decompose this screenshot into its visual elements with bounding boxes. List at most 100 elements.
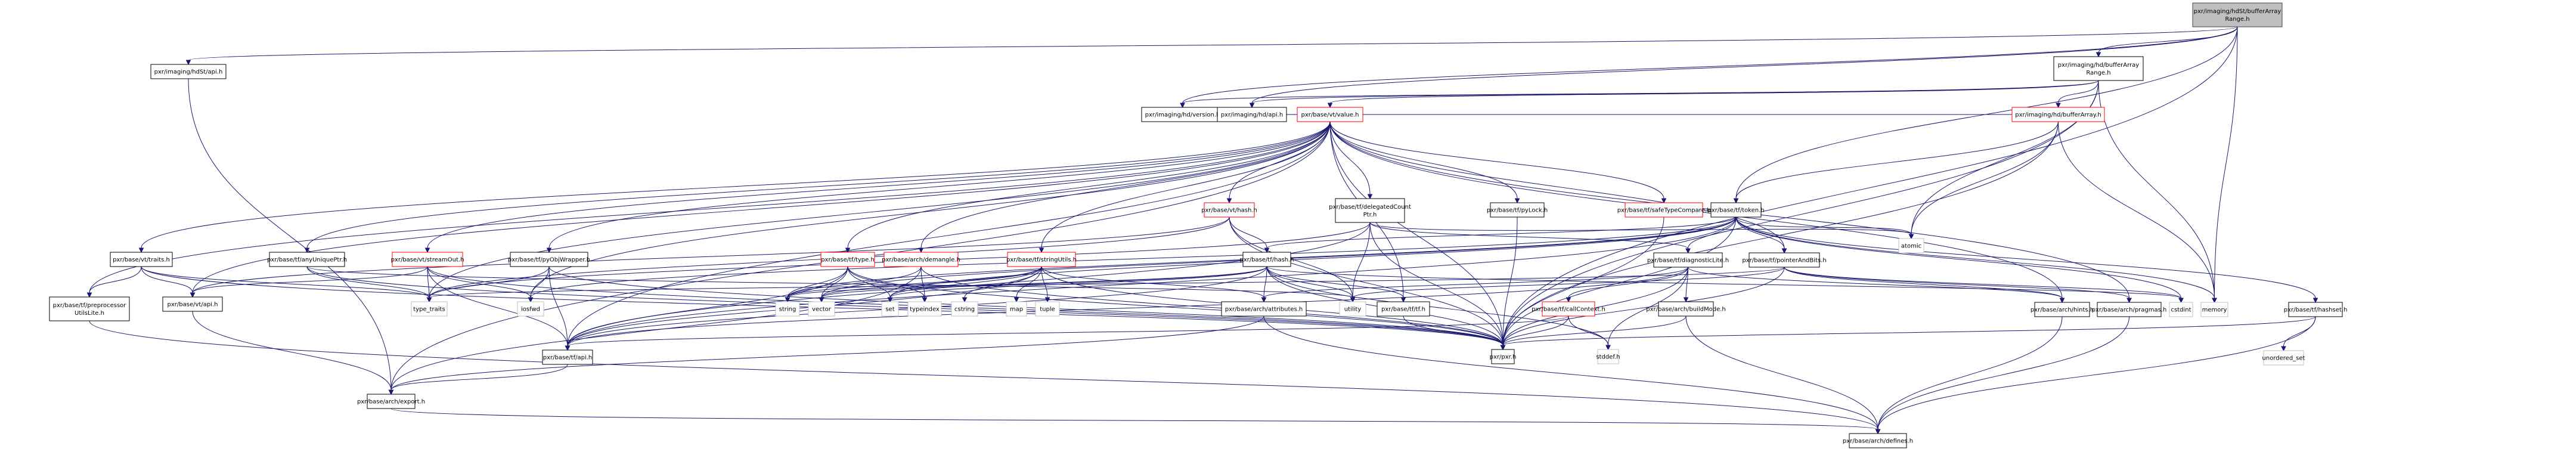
node-hd-version[interactable]: pxr/imaging/hd/version.h (1141, 107, 1224, 122)
node-box (1597, 349, 1619, 364)
node-arch-defines[interactable]: pxr/base/arch/defines.h (1843, 433, 1913, 448)
arrowhead-icon (922, 297, 928, 303)
node-vt-streamout[interactable]: pxr/base/vt/streamOut.h (391, 252, 464, 267)
node-arch-attr[interactable]: pxr/base/arch/attributes.h (1221, 301, 1307, 317)
edge-tf-aup-to-pxr (306, 266, 1506, 351)
node-tf-aup[interactable]: pxr/base/tf/anyUniquePtr.h (267, 252, 347, 267)
edge-line (530, 266, 550, 298)
edge-tf-hash-to-vector (819, 266, 1267, 303)
node-label: pxr/base/arch/hints.h (2031, 307, 2094, 314)
edge-tf-hash-to-set (887, 266, 1267, 303)
node-tf-diaglite[interactable]: pxr/base/tf/diagnosticLite.h (1647, 252, 1729, 268)
edge-line (1352, 222, 1371, 298)
node-tf-type[interactable]: pxr/base/tf/type.h (820, 252, 875, 267)
edge-tf-hash-to-tf-tf (1266, 266, 1406, 303)
edge-hd-ba-to-atomic (1908, 121, 2059, 240)
node-label: cstdint (2171, 307, 2191, 314)
edge-line (2214, 26, 2238, 299)
node-box (150, 64, 227, 79)
node-tf-stc[interactable]: pxr/base/tf/safeTypeCompare.h (1617, 202, 1711, 218)
arrowhead-icon (1605, 345, 1611, 351)
node-unordered-set: unordered_set (2262, 350, 2305, 366)
node-tf-tf[interactable]: pxr/base/tf/tf.h (1377, 301, 1430, 317)
edge-line (192, 121, 1331, 293)
node-tf-token[interactable]: pxr/base/tf/token.h (1707, 202, 1765, 218)
node-tf-hash[interactable]: pxr/base/tf/hash.h (1239, 252, 1294, 267)
edge-vt-value-to-tf-ppul (86, 121, 1331, 298)
edge-line (1502, 316, 2316, 346)
edge-line (1229, 121, 1331, 199)
node-vt-hash[interactable]: pxr/base/vt/hash.h (1201, 202, 1257, 218)
edge-line (1735, 216, 1785, 249)
node-arch-pragmas[interactable]: pxr/base/arch/pragmas.h (2092, 302, 2167, 317)
edge-line (1263, 315, 1878, 430)
edge-vt-value-to-tf-dcp (1329, 121, 1373, 200)
edge-line (1911, 80, 2099, 235)
edge-tf-aup-to-type-traits (306, 266, 432, 303)
node-label: pxr/imaging/hdSt/bufferArray (2194, 8, 2281, 15)
node-arch-buildmode[interactable]: pxr/base/arch/buildMode.h (1646, 301, 1726, 317)
node-tf-stringutils[interactable]: pxr/base/tf/stringUtils.h (1006, 252, 1077, 267)
node-label: pxr/base/arch/buildMode.h (1646, 307, 1726, 313)
node-arch-hints[interactable]: pxr/base/arch/hints.h (2031, 302, 2094, 317)
arrowhead-icon (2281, 346, 2286, 352)
edge-tf-diaglite-to-arch-hints (1688, 267, 2065, 304)
node-tf-api[interactable]: pxr/base/tf/api.h (542, 349, 593, 365)
edge-line (1263, 267, 1688, 298)
node-hd-ba[interactable]: pxr/imaging/hd/bufferArray.h (2011, 107, 2105, 122)
node-hd-api[interactable]: pxr/imaging/hd/api.h (1217, 107, 1287, 122)
edge-tf-dcp-to-pxr (1369, 222, 1506, 351)
node-tf-hashset[interactable]: pxr/base/tf/hashset.h (2284, 302, 2348, 317)
node-vt-value[interactable]: pxr/base/vt/value.h (1297, 107, 1363, 122)
arrowhead-icon (962, 297, 968, 303)
node-hdst-api[interactable]: pxr/imaging/hdSt/api.h (150, 64, 227, 79)
node-arch-demangle[interactable]: pxr/base/arch/demangle.h (882, 252, 960, 267)
node-string: string (775, 301, 800, 317)
arrowhead-icon (1013, 297, 1019, 303)
edge-line (1329, 121, 1371, 195)
node-tf-pab[interactable]: pxr/base/tf/pointerAndBits.h (1742, 252, 1827, 268)
edge-line (89, 320, 1878, 430)
edge-line (89, 266, 142, 293)
node-tf-callctx[interactable]: pxr/base/tf/callContext.h (1532, 301, 1605, 317)
edge-tf-callctx-to-tf-api (565, 315, 1569, 351)
edge-vt-hash-to-tf-hash (1229, 216, 1270, 253)
arrowhead-icon (1249, 103, 1255, 109)
edge-tf-callctx-to-stddef (1568, 315, 1611, 351)
edge-tf-dcp-to-atomic (1369, 222, 1914, 240)
edge-line (787, 266, 1042, 298)
arrowhead-icon (887, 297, 893, 303)
edge-tf-api-to-arch-export (388, 364, 568, 395)
edge-line (1685, 315, 1878, 430)
arrowhead-icon (565, 345, 571, 351)
edge-line (1369, 222, 1912, 235)
node-box (907, 301, 942, 317)
node-box (2200, 302, 2228, 317)
edge-line (1688, 267, 2063, 299)
node-label: utility (1344, 307, 1362, 313)
arrowhead-icon (1367, 194, 1373, 200)
node-vt-api[interactable]: pxr/base/vt/api.h (162, 296, 223, 312)
node-pxr[interactable]: pxr/pxr.h (1490, 349, 1517, 364)
edge-vt-value-to-arch-demangle (918, 121, 1331, 253)
node-arch-export[interactable]: pxr/base/arch/export.h (357, 394, 425, 409)
node-tf-pylock[interactable]: pxr/base/tf/pyLock.h (1487, 202, 1548, 218)
edge-vt-streamout-to-vt-api (190, 266, 428, 298)
arrowhead-icon (138, 247, 144, 253)
edge-line (567, 121, 1331, 346)
edge-tf-type-to-string (785, 266, 848, 303)
edge-tf-token-to-tf-pab (1735, 216, 1787, 254)
node-vt-traits[interactable]: pxr/base/vt/traits.h (110, 252, 173, 267)
edge-line (1182, 26, 2238, 104)
edge-line (1735, 216, 1912, 235)
node-box (1242, 252, 1291, 267)
node-tf-pyobj[interactable]: pxr/base/tf/pyObjWrapper.h (508, 252, 590, 267)
edge-tf-pylock-to-pxr (1500, 216, 1518, 351)
node-label: pxr/base/tf/pyObjWrapper.h (508, 257, 590, 264)
edge-arch-export-to-arch-defines (390, 408, 1881, 435)
